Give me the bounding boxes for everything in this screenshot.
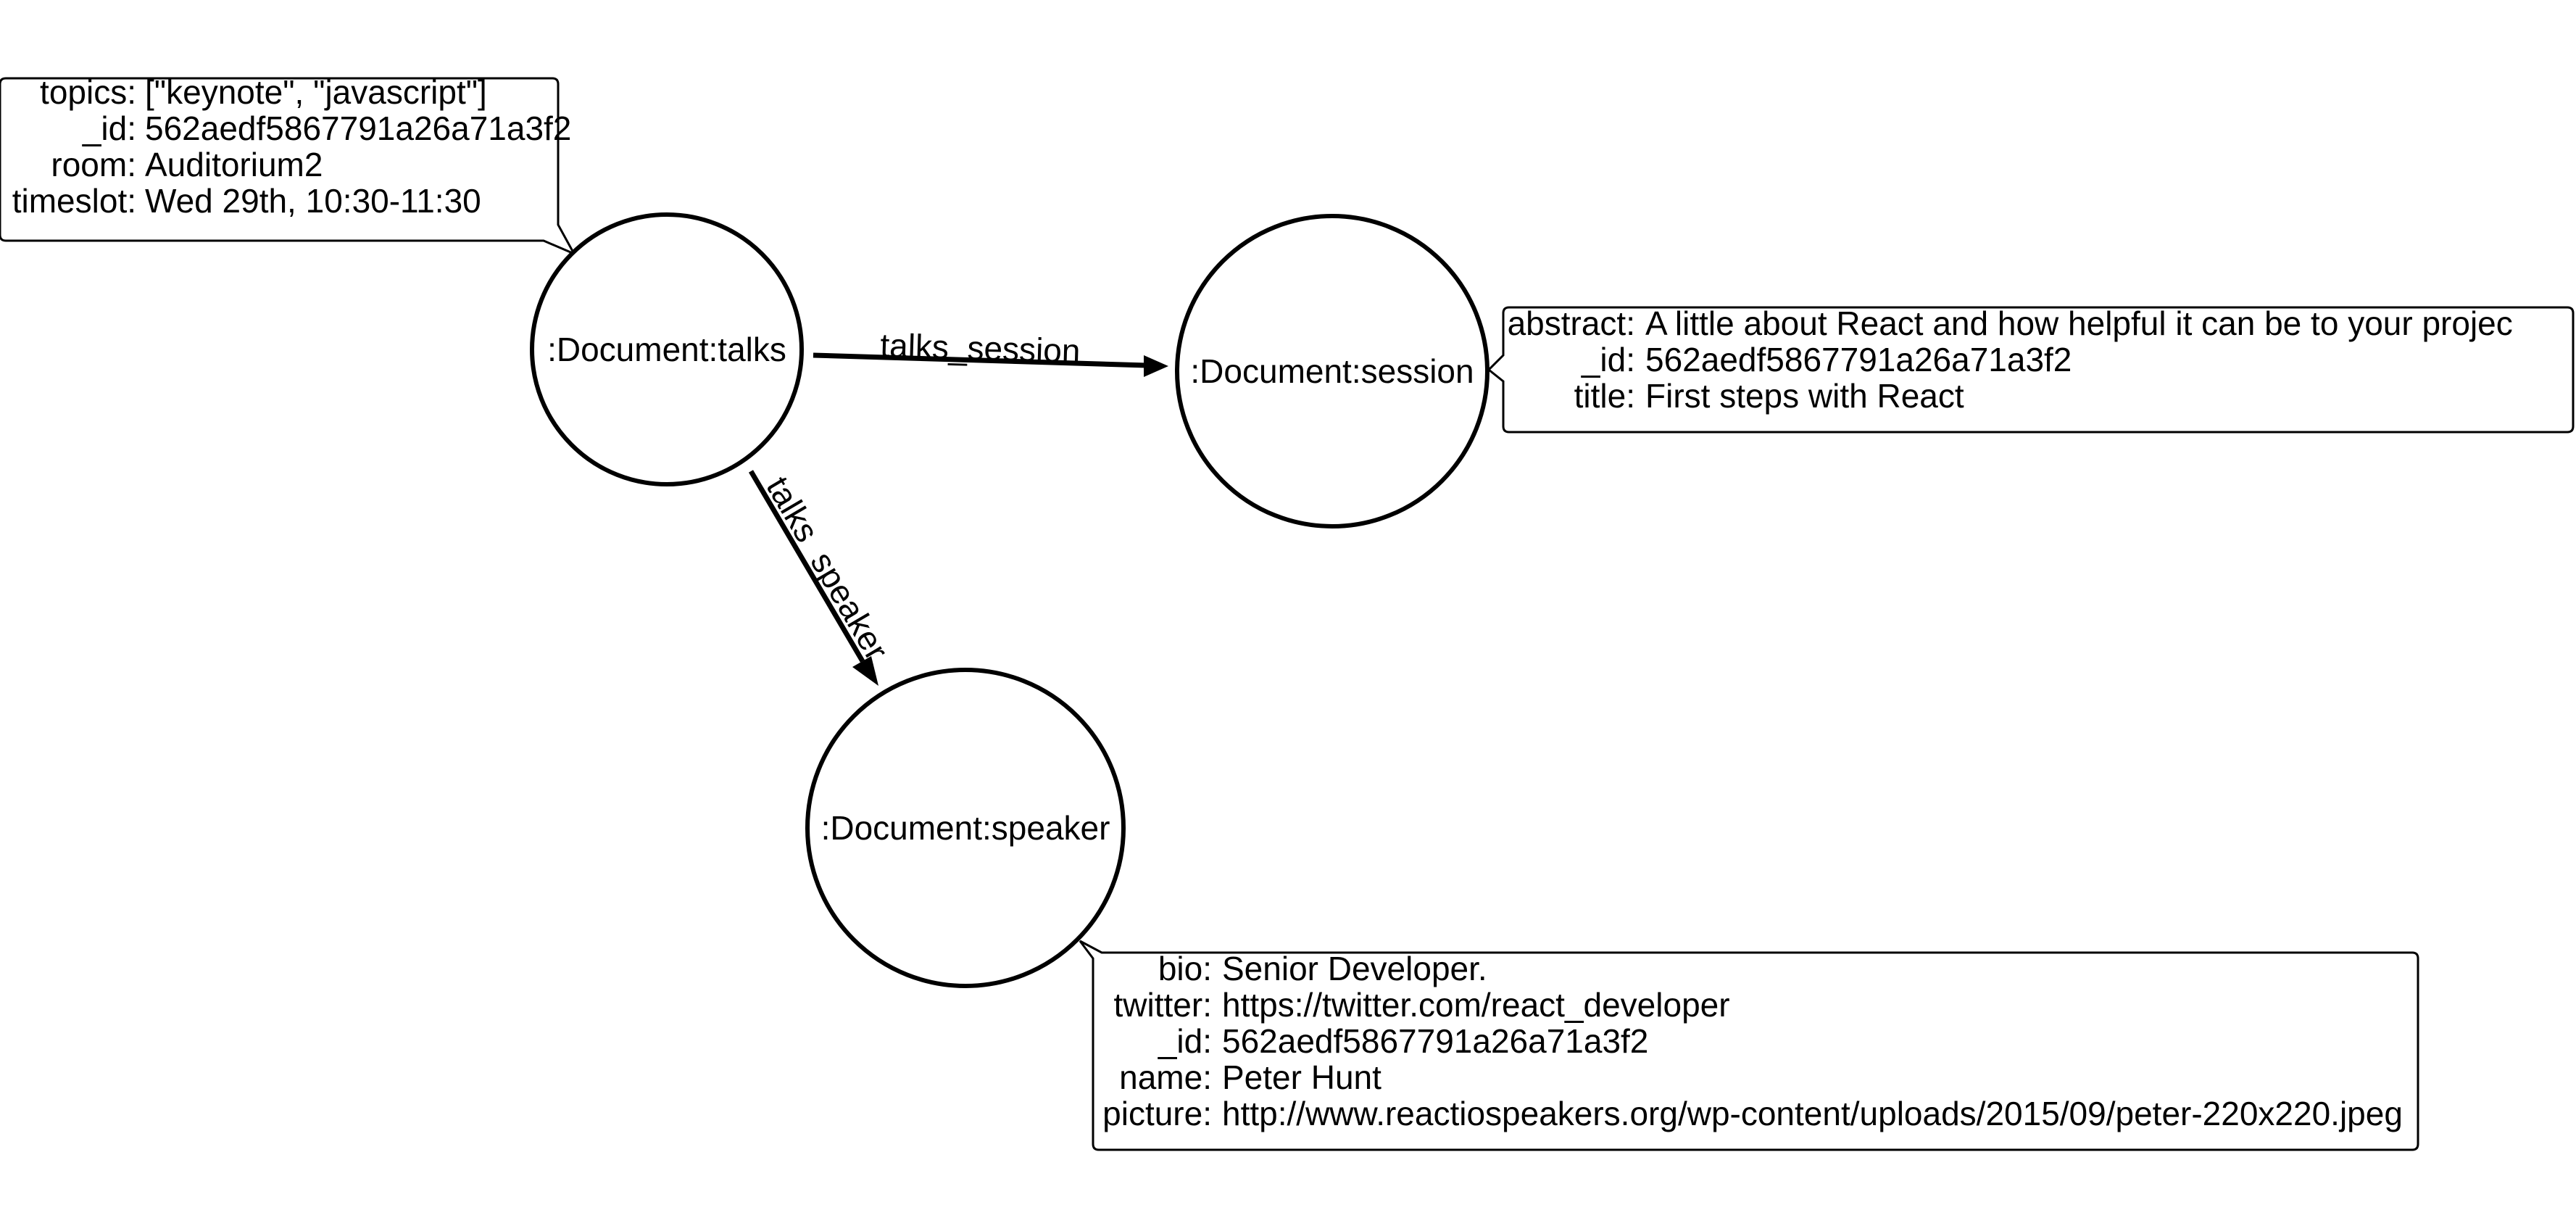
- speaker-property-key: picture:: [1102, 1095, 1212, 1132]
- talks-property-row: timeslot: Wed 29th, 10:30-11:30: [12, 182, 481, 220]
- talks-property-row: _id: 562aedf5867791a26a71a3f2: [82, 109, 572, 147]
- speaker-property-key: twitter:: [1114, 986, 1212, 1024]
- session-properties-callout: abstract: A little about React and how h…: [1487, 304, 2575, 434]
- node-session-circle: [1175, 214, 1489, 529]
- speaker-property-key: bio:: [1158, 950, 1212, 987]
- session-properties-box: [1487, 306, 2575, 434]
- talks-property-key: _id:: [82, 109, 136, 147]
- speaker-property-value: 562aedf5867791a26a71a3f2: [1222, 1022, 1648, 1060]
- talks-properties-box: [0, 77, 577, 257]
- speaker-property-row: twitter: https://twitter.com/react_devel…: [1114, 986, 1730, 1024]
- session-property-key: abstract:: [1508, 304, 1635, 342]
- session-property-value: A little about React and how helpful it …: [1645, 304, 2513, 342]
- talks-property-value: Wed 29th, 10:30-11:30: [145, 182, 481, 220]
- edge-talks-speaker-line: [748, 470, 865, 663]
- arrowhead-icon: [1144, 355, 1168, 377]
- speaker-properties-callout: bio: Senior Developer. twitter: https://…: [1079, 940, 2419, 1151]
- edge-talks-speaker[interactable]: talks_speaker: [748, 470, 896, 686]
- talks-property-key: topics:: [40, 73, 136, 111]
- node-talks-circle: [530, 212, 804, 486]
- talks-property-value: Auditorium2: [145, 146, 323, 183]
- arrowhead-icon: [852, 656, 878, 686]
- edge-talks-session[interactable]: talks_session: [813, 326, 1168, 377]
- node-speaker-label: :Document:speaker: [821, 809, 1110, 847]
- talks-property-row: topics: ["keynote", "javascript"]: [40, 73, 487, 111]
- session-property-key: _id:: [1581, 341, 1635, 378]
- speaker-property-row: bio: Senior Developer.: [1158, 950, 1487, 987]
- session-property-row: _id: 562aedf5867791a26a71a3f2: [1581, 341, 2072, 378]
- session-property-row: title: First steps with React: [1574, 377, 1964, 415]
- edge-talks-session-line: [813, 352, 1147, 368]
- talks-property-key: room:: [51, 146, 136, 183]
- speaker-property-value: http://www.reactiospeakers.org/wp-conten…: [1222, 1095, 2403, 1132]
- talks-property-row: room: Auditorium2: [51, 146, 323, 183]
- edge-talks-speaker-label: talks_speaker: [759, 470, 896, 666]
- node-session[interactable]: :Document:session: [1175, 214, 1489, 529]
- talks-properties-callout: topics: ["keynote", "javascript"] _id: 5…: [0, 73, 577, 257]
- node-talks-label: :Document:talks: [547, 331, 786, 368]
- speaker-property-key: name:: [1119, 1058, 1212, 1096]
- speaker-property-value: https://twitter.com/react_developer: [1222, 986, 1730, 1024]
- session-property-row: abstract: A little about React and how h…: [1508, 304, 2513, 342]
- node-talks[interactable]: :Document:talks: [530, 212, 804, 486]
- talks-property-value: ["keynote", "javascript"]: [145, 73, 487, 111]
- speaker-property-value: Senior Developer.: [1222, 950, 1487, 987]
- session-property-key: title:: [1574, 377, 1635, 415]
- session-property-value: 562aedf5867791a26a71a3f2: [1645, 341, 2072, 378]
- edge-talks-session-label: talks_session: [880, 326, 1081, 370]
- node-session-label: :Document:session: [1190, 352, 1474, 390]
- node-speaker[interactable]: :Document:speaker: [805, 668, 1126, 988]
- talks-property-value: 562aedf5867791a26a71a3f2: [145, 109, 571, 147]
- speaker-properties-box: [1079, 940, 2419, 1151]
- speaker-property-row: picture: http://www.reactiospeakers.org/…: [1102, 1095, 2403, 1132]
- speaker-property-key: _id:: [1158, 1022, 1212, 1060]
- node-speaker-circle: [805, 668, 1126, 988]
- speaker-property-row: name: Peter Hunt: [1119, 1058, 1382, 1096]
- speaker-property-value: Peter Hunt: [1222, 1058, 1382, 1096]
- talks-property-key: timeslot:: [12, 182, 136, 220]
- speaker-property-row: _id: 562aedf5867791a26a71a3f2: [1158, 1022, 1649, 1060]
- session-property-value: First steps with React: [1645, 377, 1964, 415]
